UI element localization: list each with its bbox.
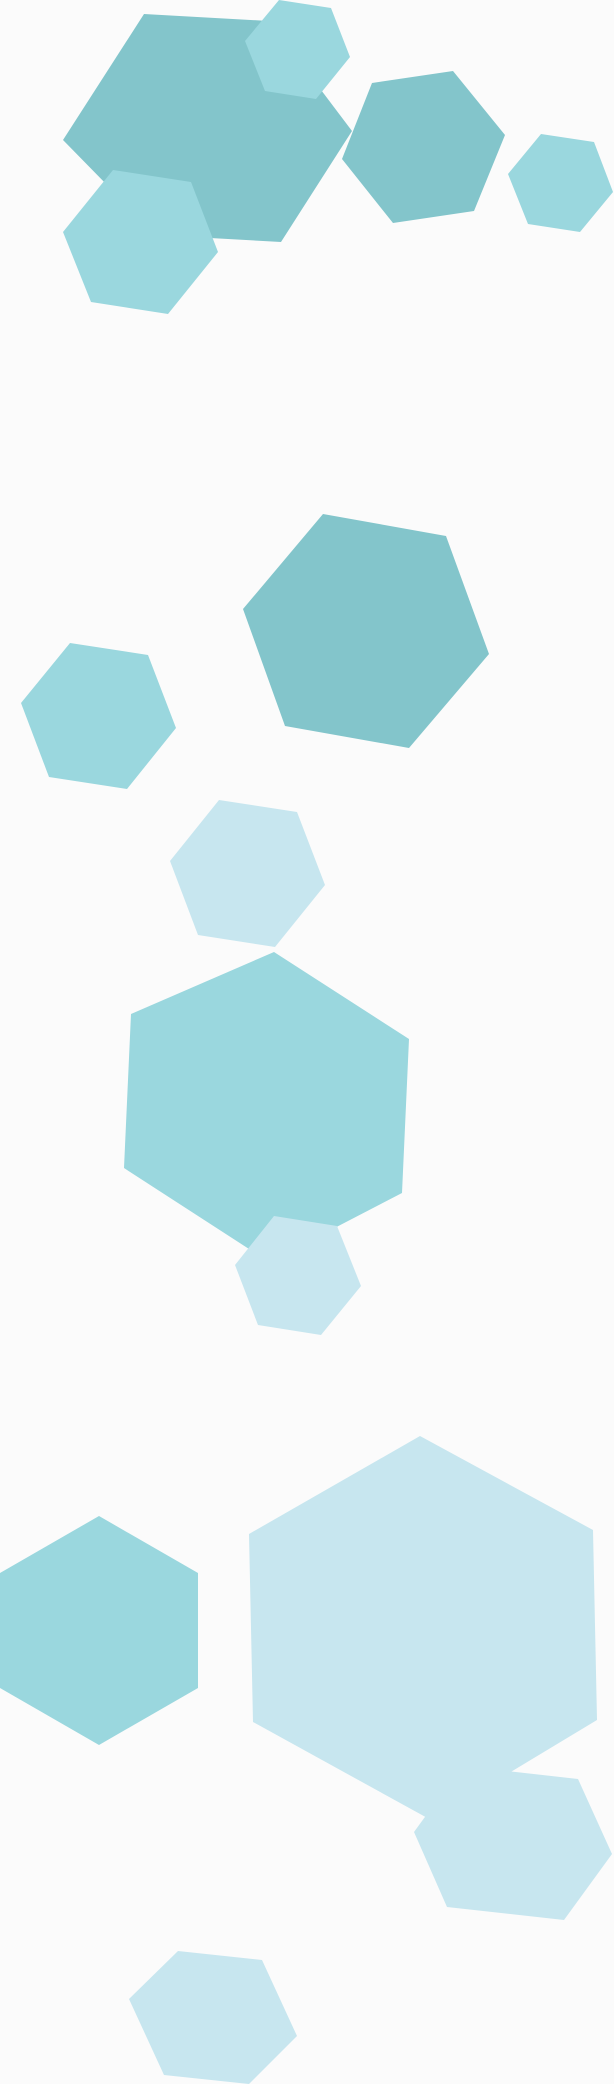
- hexagon-mid-middle-left: [21, 643, 176, 789]
- hexagon-mid-large-center: [124, 952, 409, 1262]
- hexagon-mid-top-small: [245, 0, 350, 99]
- hexagon-dark-top-right: [342, 71, 505, 223]
- hexagon-light-large-lower: [249, 1436, 597, 1820]
- hexagon-light-lower-right: [414, 1766, 612, 1920]
- hexagon-mid-lower-left: [0, 1516, 198, 1745]
- hexagon-light-center-small: [235, 1216, 361, 1335]
- hexagon-mid-top-left-overlay: [63, 170, 218, 314]
- hexagon-light-middle: [170, 800, 325, 947]
- hexagon-dark-middle: [243, 514, 489, 748]
- hexagon-mid-top-right-small: [508, 134, 613, 232]
- hexagon-light-bottom: [129, 1951, 297, 2084]
